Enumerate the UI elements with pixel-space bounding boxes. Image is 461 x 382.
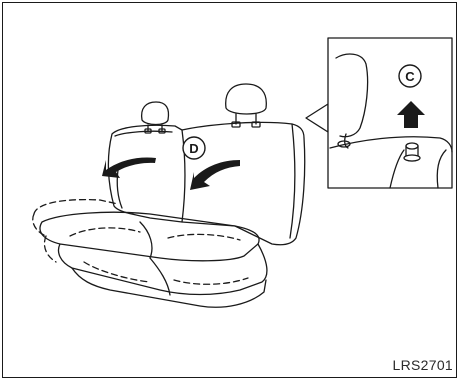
seat-backs bbox=[108, 122, 304, 244]
headrest-detail-inset bbox=[306, 38, 452, 188]
callout-d-label: D bbox=[189, 141, 198, 156]
callout-c-label: C bbox=[405, 69, 415, 84]
seatback-fold-arrow-icon bbox=[102, 158, 240, 191]
seat-cushion bbox=[33, 200, 267, 308]
figure-code: LRS2701 bbox=[393, 357, 453, 373]
